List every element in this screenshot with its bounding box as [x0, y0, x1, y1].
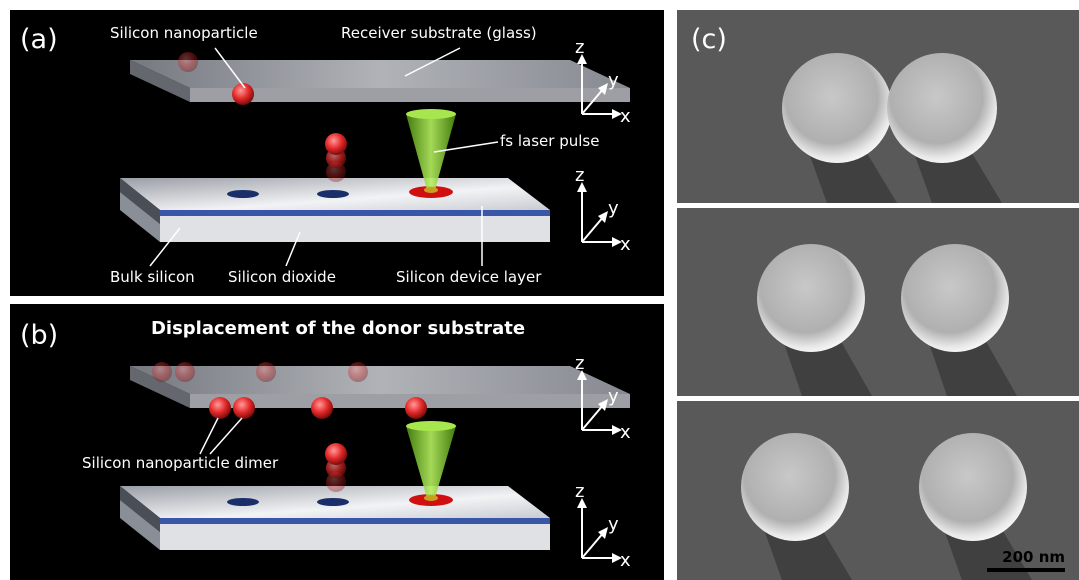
laser-cone-icon [406, 421, 456, 501]
label-bulk: Bulk silicon [110, 268, 195, 286]
label-laser: fs laser pulse [500, 132, 599, 150]
donor-substrate [120, 178, 550, 242]
nanoparticle-dimers [209, 397, 427, 419]
svg-text:x: x [620, 106, 631, 127]
svg-text:z: z [575, 353, 584, 374]
svg-text:z: z [575, 165, 584, 186]
svg-text:x: x [620, 234, 631, 255]
svg-text:y: y [608, 70, 619, 91]
faded-nanoparticles [152, 362, 368, 382]
svg-text:y: y [608, 386, 619, 407]
panel-a: (a) Silicon nanoparticle Receiver substr… [10, 10, 664, 296]
laser-cone-icon [406, 109, 456, 193]
axis-triad-icon: z y x [575, 481, 631, 571]
scale-bar [987, 568, 1065, 572]
panel-b: (b) Displacement of the donor substrate … [10, 304, 664, 580]
panel-c-letter: (c) [691, 24, 727, 55]
svg-text:z: z [575, 481, 584, 502]
nanoparticle-faded [178, 52, 198, 72]
hole-1 [227, 190, 259, 198]
scale-bar-label: 200 nm [1002, 548, 1065, 566]
axis-triad-icon: z y x [575, 353, 631, 443]
svg-text:x: x [620, 422, 631, 443]
donor-substrate [120, 486, 550, 550]
label-dioxide: Silicon dioxide [228, 268, 336, 286]
hole-2 [317, 190, 349, 198]
hole-1 [227, 498, 259, 506]
flying-nanoparticle [325, 133, 347, 182]
sem-image-3: 200 nm [677, 401, 1079, 580]
nanoparticle-on-glass [232, 83, 254, 105]
axis-triad-icon: z y x [575, 37, 631, 127]
panel-b-title: Displacement of the donor substrate [151, 318, 525, 339]
svg-text:y: y [608, 198, 619, 219]
nanoparticle-sphere-icon [919, 433, 1027, 541]
nanoparticle-sphere-icon [887, 53, 997, 163]
flying-nanoparticle [325, 443, 347, 492]
receiver-substrate [130, 366, 630, 408]
panel-b-letter: (b) [20, 320, 58, 351]
label-device: Silicon device layer [396, 268, 542, 286]
hole-2 [317, 498, 349, 506]
svg-text:y: y [608, 514, 619, 535]
nanoparticle-sphere-icon [901, 244, 1009, 352]
label-nanoparticle: Silicon nanoparticle [110, 24, 258, 42]
panel-a-diagram: (a) Silicon nanoparticle Receiver substr… [20, 24, 631, 286]
svg-text:z: z [575, 37, 584, 58]
svg-text:x: x [620, 550, 631, 571]
sem-image-1: (c) [677, 10, 1079, 203]
label-receiver: Receiver substrate (glass) [341, 24, 537, 42]
nanoparticle-sphere-icon [782, 53, 892, 163]
receiver-substrate [130, 60, 630, 102]
axis-triad-icon: z y x [575, 165, 631, 255]
panel-b-diagram: (b) Displacement of the donor substrate … [20, 318, 631, 571]
sem-image-2 [677, 208, 1079, 396]
panel-a-letter: (a) [20, 24, 58, 55]
nanoparticle-sphere-icon [757, 244, 865, 352]
label-dimer: Silicon nanoparticle dimer [82, 454, 279, 472]
nanoparticle-sphere-icon [741, 433, 849, 541]
